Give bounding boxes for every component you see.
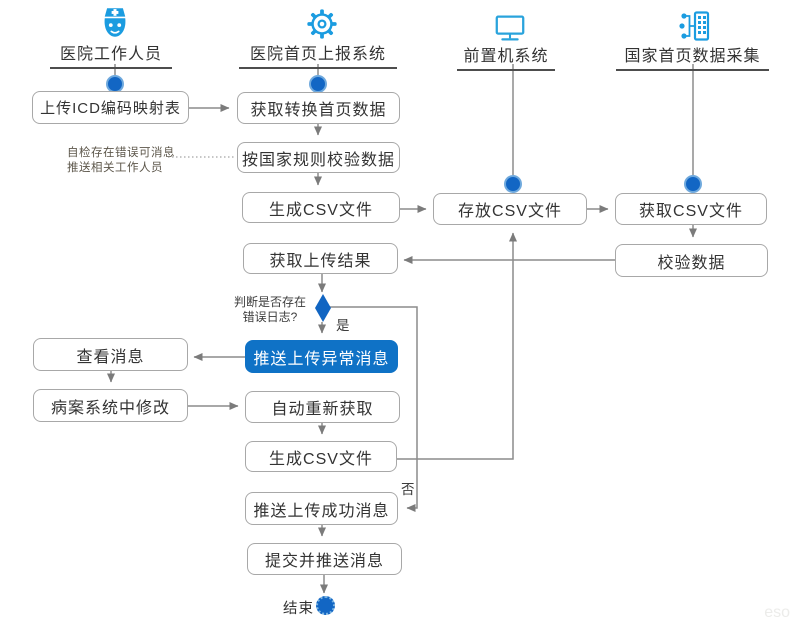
decision-diamond: [315, 294, 331, 322]
node-push-success-message: 推送上传成功消息: [245, 492, 398, 525]
nurse-icon: [104, 8, 126, 37]
watermark: eso: [764, 604, 790, 621]
node-submit-and-push: 提交并推送消息: [247, 543, 402, 575]
lane-title-hospital-staff: 医院工作人员: [50, 40, 172, 69]
annotation-line2: 推送相关工作人员: [67, 162, 163, 174]
node-view-message: 查看消息: [33, 338, 188, 371]
start-dot-lane2: [309, 75, 327, 93]
start-dot-lane4: [684, 175, 702, 193]
decision-label: 判断是否存在 错误日志?: [230, 295, 310, 325]
lane-title-national-collection: 国家首页数据采集: [616, 42, 769, 71]
self-check-annotation: 自检存在错误可消息 推送相关工作人员: [67, 146, 175, 176]
monitor-icon: [495, 15, 525, 41]
node-fetch-upload-result: 获取上传结果: [243, 243, 398, 274]
node-store-csv: 存放CSV文件: [433, 193, 587, 225]
start-dot-lane3: [504, 175, 522, 193]
node-fetch-csv: 获取CSV文件: [615, 193, 767, 225]
lane-title-front-machine: 前置机系统: [457, 42, 555, 71]
node-auto-refetch: 自动重新获取: [245, 391, 400, 423]
gear-icon: [307, 9, 337, 39]
node-upload-icd-mapping: 上传ICD编码映射表: [32, 91, 189, 124]
branch-label-yes: 是: [336, 318, 350, 333]
node-generate-csv-2: 生成CSV文件: [245, 441, 397, 472]
node-push-error-message: 推送上传异常消息: [245, 340, 398, 373]
node-fix-in-record-system: 病案系统中修改: [33, 389, 188, 422]
end-label: 结束: [283, 601, 314, 617]
node-validate-national: 按国家规则校验数据: [237, 142, 400, 173]
branch-label-no: 否: [401, 482, 415, 497]
node-fetch-convert-data: 获取转换首页数据: [237, 92, 400, 124]
decision-label-line1: 判断是否存在: [233, 295, 306, 309]
annotation-line1: 自检存在错误可消息: [67, 147, 175, 159]
decision-label-line2: 错误日志?: [242, 310, 298, 324]
end-dot: [316, 596, 335, 615]
node-generate-csv-1: 生成CSV文件: [242, 192, 400, 223]
data-collection-icon: [679, 11, 710, 41]
lane-title-reporting-system: 医院首页上报系统: [239, 40, 397, 69]
node-verify-data: 校验数据: [615, 244, 768, 277]
